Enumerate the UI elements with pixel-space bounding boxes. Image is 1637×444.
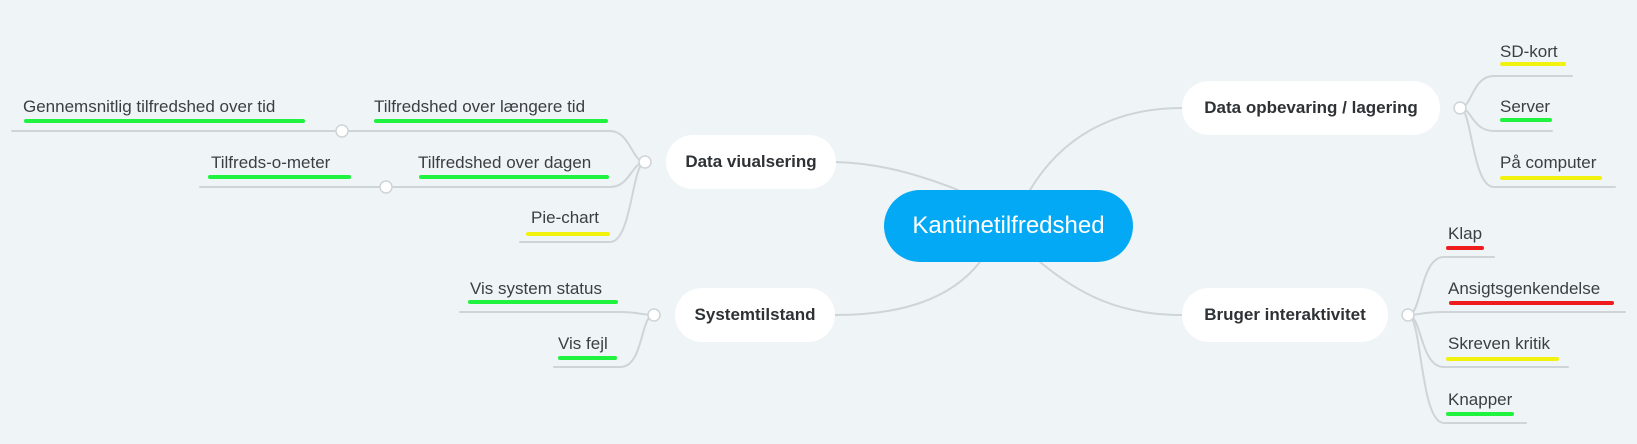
- connector-center-to-bruger-interaktivitet: [1039, 261, 1183, 316]
- connector-center-to-systemtilstand: [834, 261, 981, 316]
- collapse-handle-sys: [647, 308, 661, 322]
- highlight-yellow-mark: [1500, 62, 1566, 66]
- connector-bi-to-ansigt: [1407, 311, 1626, 316]
- highlight-green-mark: [208, 175, 351, 179]
- topic-tilfredshed-over-dagen[interactable]: Tilfredshed over dagen: [418, 153, 592, 172]
- topic-sd-kort[interactable]: SD-kort: [1500, 42, 1558, 61]
- topic-vis-fejl[interactable]: Vis fejl: [558, 334, 608, 353]
- connector-bi-to-knapper: [1407, 314, 1527, 424]
- branch-label: Data opbevaring / lagering: [1204, 98, 1418, 117]
- branch-label: Bruger interaktivitet: [1204, 305, 1366, 324]
- topic-skreven-kritik[interactable]: Skreven kritik: [1448, 334, 1551, 353]
- collapse-handle-bi: [1401, 308, 1415, 322]
- connector-center-to-data-opbevaring: [1029, 107, 1183, 191]
- highlight-green-mark: [468, 300, 618, 304]
- topic-pie-chart[interactable]: Pie-chart: [531, 208, 600, 227]
- branch-data-visualisering[interactable]: Data viualsering: [666, 135, 836, 189]
- topic-knapper[interactable]: Knapper: [1448, 390, 1513, 409]
- topic-paa-computer[interactable]: På computer: [1500, 153, 1597, 172]
- branch-data-opbevaring[interactable]: Data opbevaring / lagering: [1182, 81, 1440, 135]
- branch-label: Systemtilstand: [694, 305, 816, 324]
- topic-vis-system-status[interactable]: Vis system status: [470, 279, 602, 298]
- branch-label: Data viualsering: [685, 152, 817, 171]
- topic-tilfredshed-over-laengere-tid[interactable]: Tilfredshed over længere tid: [374, 97, 586, 116]
- highlight-green-mark: [558, 356, 617, 360]
- collapse-handle-do: [1453, 101, 1467, 115]
- topic-gennemsnitlig-tilfredshed[interactable]: Gennemsnitlig tilfredshed over tid: [23, 97, 276, 116]
- highlight-green-mark: [1446, 412, 1514, 416]
- central-topic[interactable]: Kantinetilfredshed: [884, 190, 1133, 262]
- highlight-red-mark: [1446, 246, 1484, 250]
- connector-center-to-data-visualisering: [834, 161, 959, 191]
- highlight-yellow-mark: [526, 232, 610, 236]
- highlight-green-mark: [24, 119, 305, 123]
- collapse-handle-dv: [638, 155, 652, 169]
- collapse-handle-laengere: [335, 124, 349, 138]
- highlight-green-mark: [419, 175, 609, 179]
- topic-klap[interactable]: Klap: [1448, 224, 1483, 243]
- branch-systemtilstand[interactable]: Systemtilstand: [675, 288, 835, 342]
- connector-sys-to-status: [459, 311, 655, 316]
- highlight-yellow-mark: [1500, 176, 1602, 180]
- highlight-yellow-mark: [1446, 357, 1559, 361]
- topic-ansigtsgenkendelse[interactable]: Ansigtsgenkendelse: [1448, 279, 1601, 298]
- highlight-green-mark: [374, 119, 608, 123]
- branch-bruger-interaktivitet[interactable]: Bruger interaktivitet: [1182, 288, 1388, 342]
- highlight-red-mark: [1449, 301, 1614, 305]
- topic-server[interactable]: Server: [1500, 97, 1551, 116]
- highlight-green-mark: [1500, 118, 1552, 122]
- topic-tilfreds-o-meter[interactable]: Tilfreds-o-meter: [211, 153, 331, 172]
- collapse-handle-dagen: [379, 180, 393, 194]
- connector-dv-to-pie: [519, 161, 646, 243]
